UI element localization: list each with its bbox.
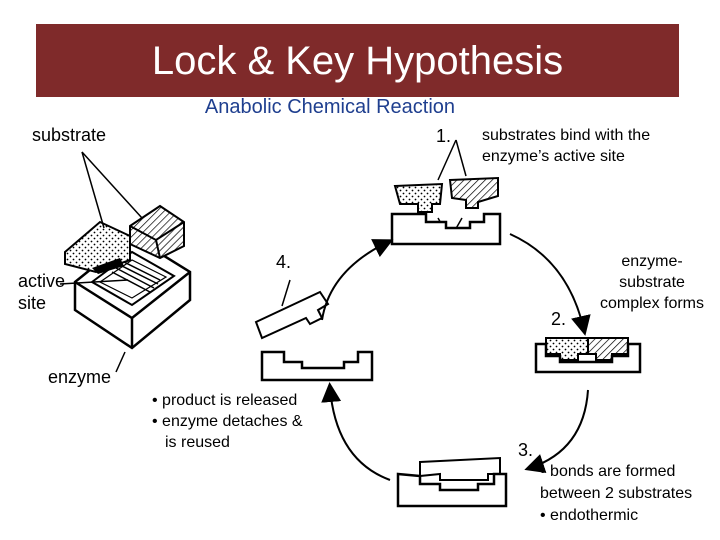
step2-enzyme	[534, 342, 642, 374]
enzyme-illustration	[59, 151, 192, 373]
step2-text-line3: complex forms	[599, 295, 705, 312]
step4-number: 4.	[276, 252, 292, 272]
active-site-label-line2: site	[18, 293, 47, 313]
step2-drawing	[534, 337, 642, 374]
step3-bullet2-text: endothermic	[550, 507, 639, 524]
arrow-step2-to-step3	[524, 389, 589, 474]
step3-bullet1-text: bonds are formed	[550, 463, 676, 480]
step1-text-line2: enzyme’s active site	[482, 148, 625, 165]
step1-substrate-hatched	[448, 176, 499, 209]
active-site-label-line1: active	[18, 271, 66, 291]
step1-number: 1.	[436, 126, 452, 146]
step4-drawing	[254, 279, 374, 382]
step1-substrate-dotted	[393, 182, 444, 213]
step3-drawing	[396, 456, 508, 508]
step2-text-line2: substrate	[619, 274, 685, 291]
substrate-label: substrate	[32, 125, 107, 145]
step3-enzyme	[396, 472, 508, 508]
step3-product	[419, 456, 501, 481]
arrow-step3-to-step4	[321, 382, 391, 481]
step3-bullet1-line1: • bonds are formed	[540, 463, 676, 480]
step4-bullet1-text: product is released	[162, 392, 298, 409]
step1-drawing	[390, 139, 502, 246]
step3-bullet1-line2: between 2 substrates	[540, 485, 693, 502]
arrow-step4-to-step1	[321, 239, 394, 321]
step2-text-line1: enzyme-	[621, 253, 683, 270]
enzyme-label: enzyme	[48, 367, 112, 387]
step3-number: 3.	[518, 440, 534, 460]
substrate-dotted-piece	[64, 220, 131, 274]
step4-bullet2-line2: is reused	[165, 434, 230, 451]
reaction-cycle-arrows	[321, 233, 591, 481]
step4-bullet1: • product is released	[152, 392, 298, 409]
step4-enzyme	[260, 350, 374, 382]
step2-number: 2.	[551, 309, 567, 329]
step4-product	[254, 290, 330, 340]
page-title: Lock & Key Hypothesis	[151, 39, 564, 83]
step1-text-line1: substrates bind with the	[482, 127, 651, 144]
step1-enzyme	[390, 212, 502, 246]
step3-bullet2: • endothermic	[540, 507, 639, 524]
arrow-step1-to-step2	[509, 233, 591, 336]
substrate-hatched-piece	[129, 204, 185, 260]
step4-bullet2-text: enzyme detaches &	[162, 413, 303, 430]
diagram-subtitle: Anabolic Chemical Reaction	[204, 96, 456, 118]
active-site-stripes	[111, 261, 161, 293]
step4-bullet2-line1: • enzyme detaches &	[152, 413, 303, 430]
title-bar: Lock & Key Hypothesis	[36, 24, 679, 97]
